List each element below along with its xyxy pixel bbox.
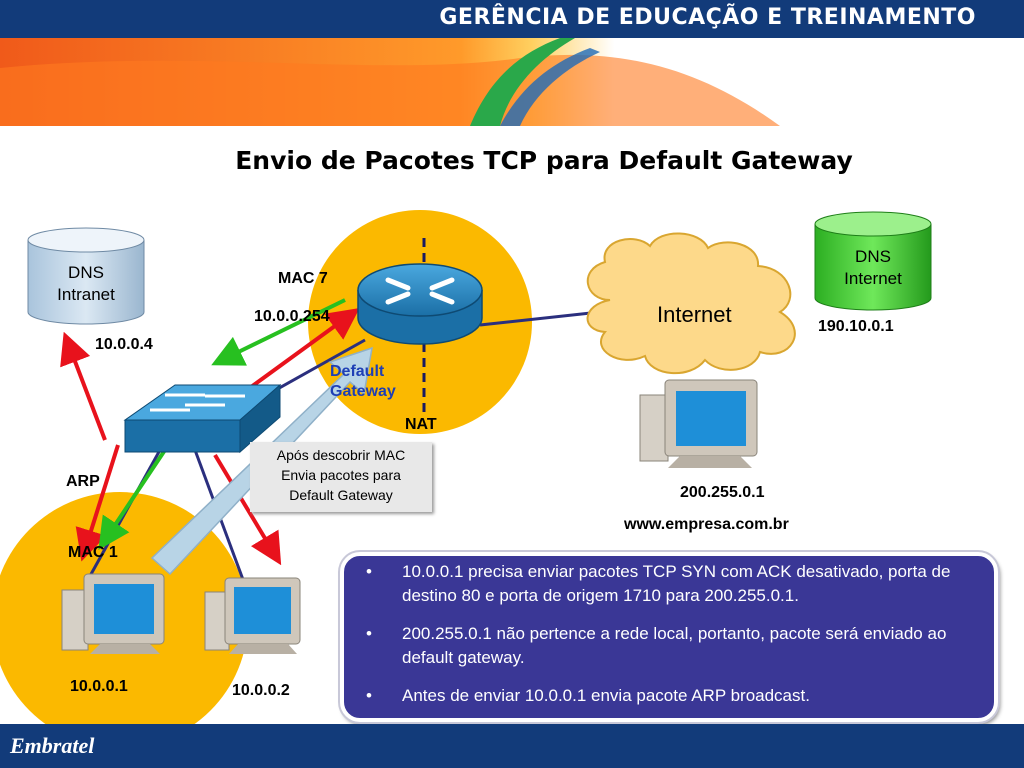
dns-internet-ip: 190.10.0.1 [818,318,894,335]
slide-title: Envio de Pacotes TCP para Default Gatewa… [235,146,853,175]
router-mac: MAC 7 [278,270,328,287]
header-swoosh [0,38,1024,126]
internet-label: Internet [657,302,732,327]
arp-broadcast-arrows [60,307,360,566]
dns-intranet-label-line1: DNS [68,263,104,282]
callout-note-line1: Após descobrir MAC [276,447,406,463]
dns-intranet-label-line2: Intranet [57,285,115,304]
header-title: GERÊNCIA DE EDUCAÇÃO E TREINAMENTO [439,5,976,30]
slide-header: GERÊNCIA DE EDUCAÇÃO E TREINAMENTO [0,0,1024,126]
web-server-host: www.empresa.com.br [624,516,789,533]
dns-intranet-label: DNS Intranet [28,262,144,306]
switch-icon [123,383,282,454]
default-gateway-label: Default Gateway [330,362,396,402]
explanation-item: Antes de enviar 10.0.0.1 envia pacote AR… [364,684,974,708]
nat-label: NAT [405,416,437,433]
router-ip: 10.0.0.254 [254,308,330,325]
web-server-computer-icon [639,379,758,468]
dns-internet-label-line2: Internet [844,269,902,288]
arp-label: ARP [66,473,100,490]
header-band [0,0,1024,38]
router-icon [357,263,483,345]
callout-note-line3: Default Gateway [289,487,393,503]
internet-cloud [586,232,796,374]
pc1-ip: 10.0.0.1 [70,678,128,695]
explanation-list: 10.0.0.1 precisa enviar pacotes TCP SYN … [364,560,974,708]
callout-note-line2: Envia pacotes para [281,467,401,483]
callout-note: Após descobrir MAC Envia pacotes para De… [250,442,432,512]
explanation-item: 200.255.0.1 não pertence a rede local, p… [364,622,974,670]
dns-internet-server [814,211,932,311]
pc1-mac: MAC 1 [68,544,118,561]
dns-internet-label-line1: DNS [855,247,891,266]
web-server-ip: 200.255.0.1 [680,484,765,501]
pc2-computer-icon [204,577,301,654]
arp-reply-arrows [98,298,346,550]
dns-intranet-server [27,227,145,325]
default-gateway-line2: Gateway [330,383,396,400]
explanation-item: 10.0.0.1 precisa enviar pacotes TCP SYN … [364,560,974,608]
dns-internet-label: DNS Internet [815,246,931,290]
pc2-ip: 10.0.0.2 [232,682,290,699]
default-gateway-line1: Default [330,363,385,380]
pc1-computer-icon [61,573,165,654]
explanation-box: 10.0.0.1 precisa enviar pacotes TCP SYN … [340,552,998,722]
dns-intranet-ip: 10.0.0.4 [95,336,153,353]
slide-footer [0,724,1024,768]
embratel-logo: Embratel [10,733,95,758]
